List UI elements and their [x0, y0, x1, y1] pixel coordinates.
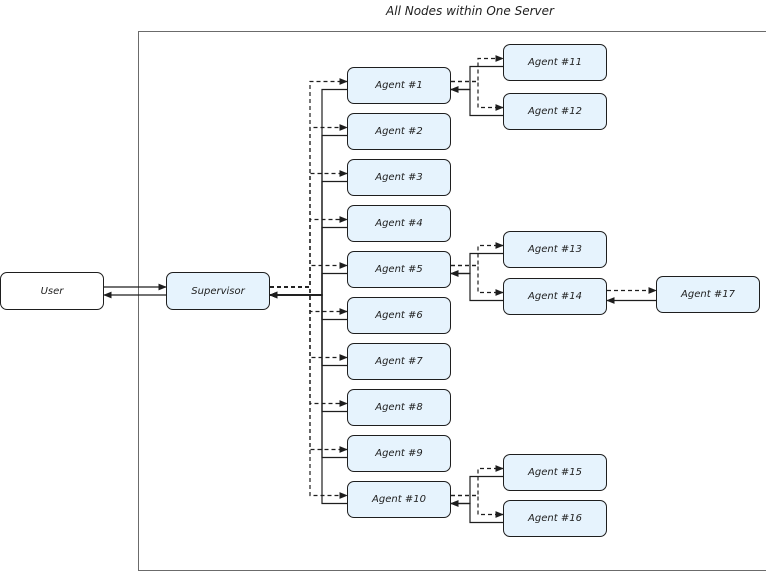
edge-agent10-to-supervisor [269, 291, 347, 505]
edge-agent14-to-agent5 [450, 270, 503, 302]
edge-agent11-to-agent1 [450, 65, 503, 93]
edge-supervisor-to-agent3 [270, 170, 348, 288]
edge-agent5-to-agent14 [451, 264, 504, 296]
diagram-title: All Nodes within One Server [386, 4, 554, 18]
user-node[interactable]: User [0, 272, 104, 310]
edge-agent12-to-agent1 [450, 86, 503, 117]
edge-agent13-to-agent5 [450, 252, 503, 277]
edge-supervisor-to-agent1 [270, 78, 348, 288]
edge-supervisor-to-agent6 [270, 286, 348, 315]
edge-agent1-to-agent11 [451, 55, 504, 83]
edge-agent2-to-supervisor [269, 134, 347, 299]
edge-supervisor-to-agent10 [270, 286, 348, 499]
agent-13-node[interactable]: Agent #13 [503, 231, 607, 268]
edge-supervisor-to-agent2 [270, 124, 348, 288]
agent-9-node[interactable]: Agent #9 [347, 435, 451, 472]
edge-supervisor-to-agent5 [270, 262, 348, 288]
edge-agent4-to-supervisor [269, 226, 347, 299]
edge-agent1-to-supervisor [269, 88, 347, 299]
edge-agent10-to-agent15 [451, 465, 504, 497]
agent-3-node[interactable]: Agent #3 [347, 159, 451, 196]
agent-2-node[interactable]: Agent #2 [347, 113, 451, 150]
agent-17-node[interactable]: Agent #17 [656, 276, 760, 313]
agent-1-node[interactable]: Agent #1 [347, 67, 451, 104]
agent-7-node[interactable]: Agent #7 [347, 343, 451, 380]
agent-4-node[interactable]: Agent #4 [347, 205, 451, 242]
edge-agent3-to-supervisor [269, 180, 347, 299]
edge-layer [103, 55, 657, 524]
agent-11-node[interactable]: Agent #11 [503, 44, 607, 81]
edge-supervisor-to-agent9 [270, 286, 348, 453]
edge-supervisor-to-agent4 [270, 216, 348, 288]
agent-14-node[interactable]: Agent #14 [503, 278, 607, 315]
edge-agent1-to-agent12 [451, 80, 504, 111]
agent-16-node[interactable]: Agent #16 [503, 500, 607, 537]
agent-5-node[interactable]: Agent #5 [347, 251, 451, 288]
edge-agent7-to-supervisor [269, 291, 347, 367]
agent-10-node[interactable]: Agent #10 [347, 481, 451, 518]
edge-agent15-to-agent10 [450, 475, 503, 507]
supervisor-node[interactable]: Supervisor [166, 272, 270, 310]
agent-8-node[interactable]: Agent #8 [347, 389, 451, 426]
agent-12-node[interactable]: Agent #12 [503, 93, 607, 130]
edge-agent6-to-supervisor [269, 291, 347, 321]
edge-supervisor-to-agent7 [270, 286, 348, 361]
agent-15-node[interactable]: Agent #15 [503, 454, 607, 491]
agent-6-node[interactable]: Agent #6 [347, 297, 451, 334]
edge-supervisor-to-agent8 [270, 286, 348, 407]
edge-agent5-to-supervisor [269, 272, 347, 299]
edge-agent16-to-agent10 [450, 500, 503, 524]
edge-agent5-to-agent13 [451, 242, 504, 267]
edge-agent10-to-agent16 [451, 494, 504, 518]
edge-agent8-to-supervisor [269, 291, 347, 413]
